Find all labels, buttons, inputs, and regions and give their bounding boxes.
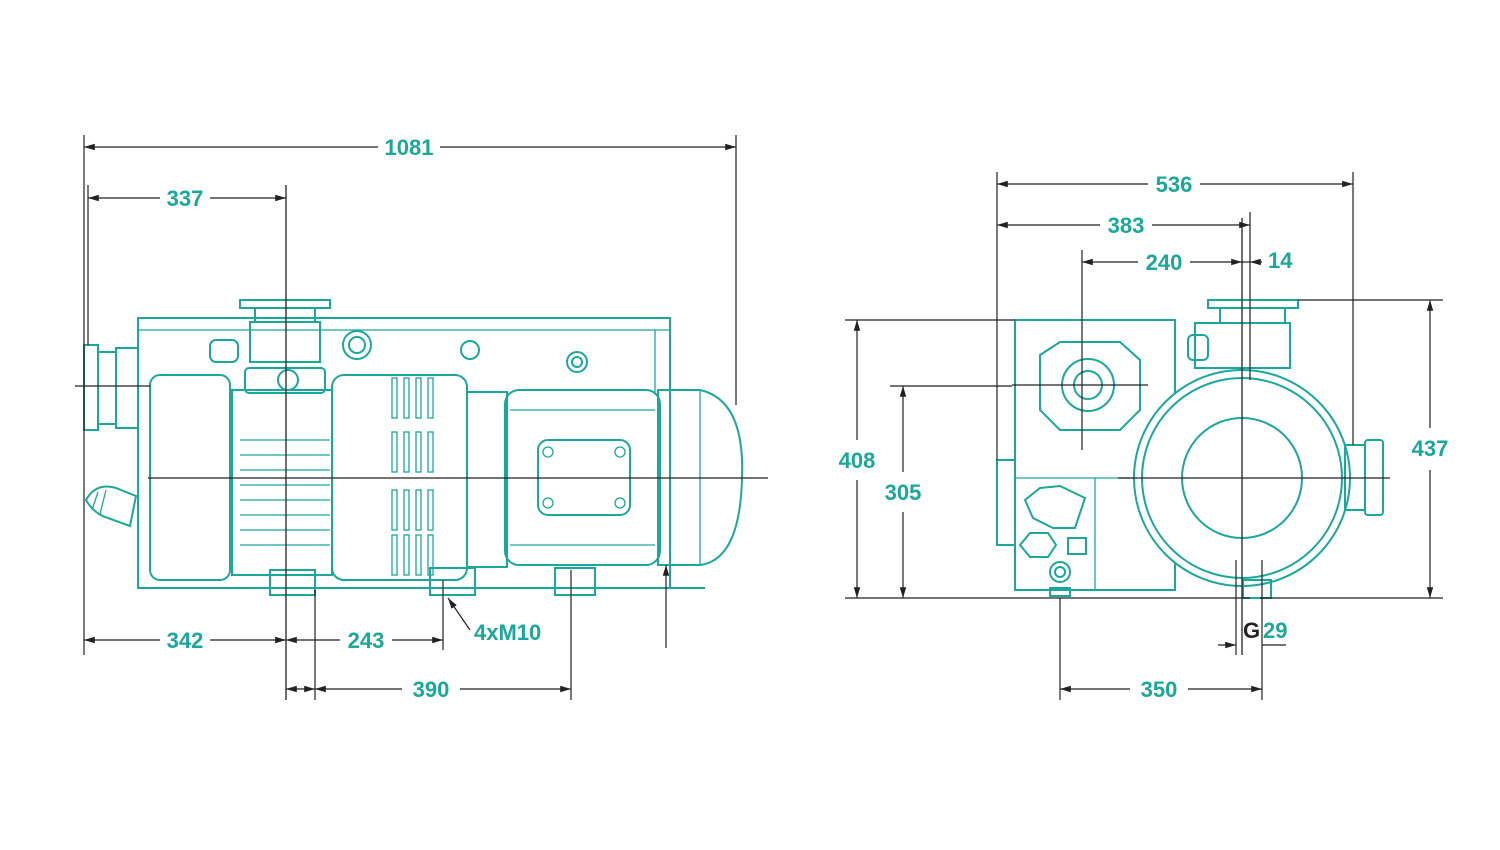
dim-29: 29 <box>1263 618 1287 643</box>
bolt-label: 4xM10 <box>474 620 541 645</box>
end-view-dimensions <box>845 172 1443 700</box>
foot <box>429 567 476 596</box>
foot <box>269 569 316 596</box>
inlet-flange <box>83 344 139 431</box>
side-view-center-lines <box>75 185 768 700</box>
end-top-boss <box>1039 341 1141 431</box>
dim-437: 437 <box>1412 436 1449 461</box>
dim-14: 14 <box>1268 248 1293 273</box>
end-foot <box>1049 587 1071 597</box>
dim-1081: 1081 <box>385 135 434 160</box>
dim-243: 243 <box>348 628 385 653</box>
end-foot <box>1242 579 1272 599</box>
side-view-dimensions <box>83 135 737 700</box>
lifting-eye <box>566 351 588 373</box>
end-drain-fitting <box>1018 484 1087 583</box>
cooling-fins <box>240 439 330 546</box>
dim-240: 240 <box>1146 250 1183 275</box>
foot <box>554 567 596 596</box>
gauge-port <box>342 330 372 360</box>
side-view-pump <box>83 299 744 596</box>
dim-305: 305 <box>885 480 922 505</box>
end-view-center-lines <box>1012 218 1390 655</box>
end-inlet-flange <box>1187 299 1299 369</box>
side-view-labels: 1081 337 342 243 390 4xM10 <box>167 135 542 702</box>
g-label: G <box>1243 618 1260 643</box>
dim-536: 536 <box>1156 172 1193 197</box>
end-view-labels: 536 383 240 14 408 305 437 G 29 350 <box>839 172 1449 702</box>
dim-408: 408 <box>839 448 876 473</box>
dim-383: 383 <box>1108 213 1145 238</box>
vent-slots <box>391 377 434 576</box>
dim-390: 390 <box>413 677 450 702</box>
exhaust-elbow <box>84 485 138 528</box>
dim-350: 350 <box>1141 677 1178 702</box>
dim-342: 342 <box>167 628 204 653</box>
top-flange <box>239 299 331 363</box>
end-view-pump <box>996 299 1384 599</box>
dim-337: 337 <box>167 186 204 211</box>
